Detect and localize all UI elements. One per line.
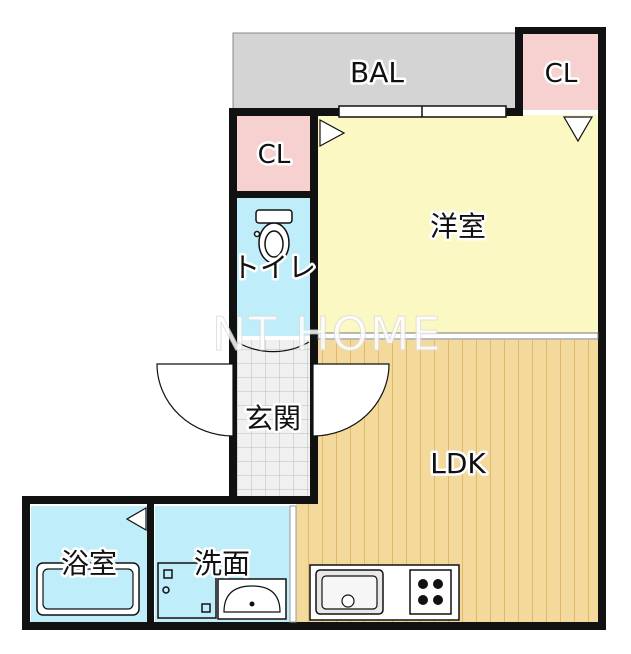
ldk-label: LDK	[430, 447, 486, 480]
balcony-label: BAL	[350, 56, 404, 89]
closet-top-right-fill	[523, 33, 599, 110]
entrance-door-swing	[156, 341, 390, 437]
stove-icon	[409, 569, 452, 615]
bathroom-door-icon	[125, 506, 147, 532]
closet-top-right-label: CL	[545, 59, 578, 89]
entrance-fill	[236, 340, 312, 496]
kitchen-sink-icon	[315, 569, 384, 615]
walls	[22, 27, 606, 630]
washroom-ldk-partition	[289, 505, 297, 623]
toilet-label: トイレ	[232, 251, 316, 284]
bathtub-icon	[36, 562, 140, 616]
bathroom-label: 浴室	[61, 547, 117, 580]
western-room-label: 洋室	[430, 210, 486, 243]
watermark-text: NT HOME	[212, 307, 443, 361]
washbasin-icon	[217, 578, 287, 620]
closet-left-door-icon	[319, 118, 346, 148]
washroom-label: 洗面	[194, 547, 250, 580]
entrance-label: 玄関	[245, 402, 301, 435]
toilet-icon	[253, 209, 293, 264]
western-room-fill	[316, 115, 599, 335]
washing-machine-pan-icon	[157, 562, 217, 619]
western-room-partition	[317, 332, 599, 340]
balcony-fill	[232, 32, 517, 111]
closet-top-right-door-icon	[562, 116, 594, 143]
closet-left-label: CL	[258, 140, 291, 170]
closet-left-fill	[236, 115, 312, 191]
